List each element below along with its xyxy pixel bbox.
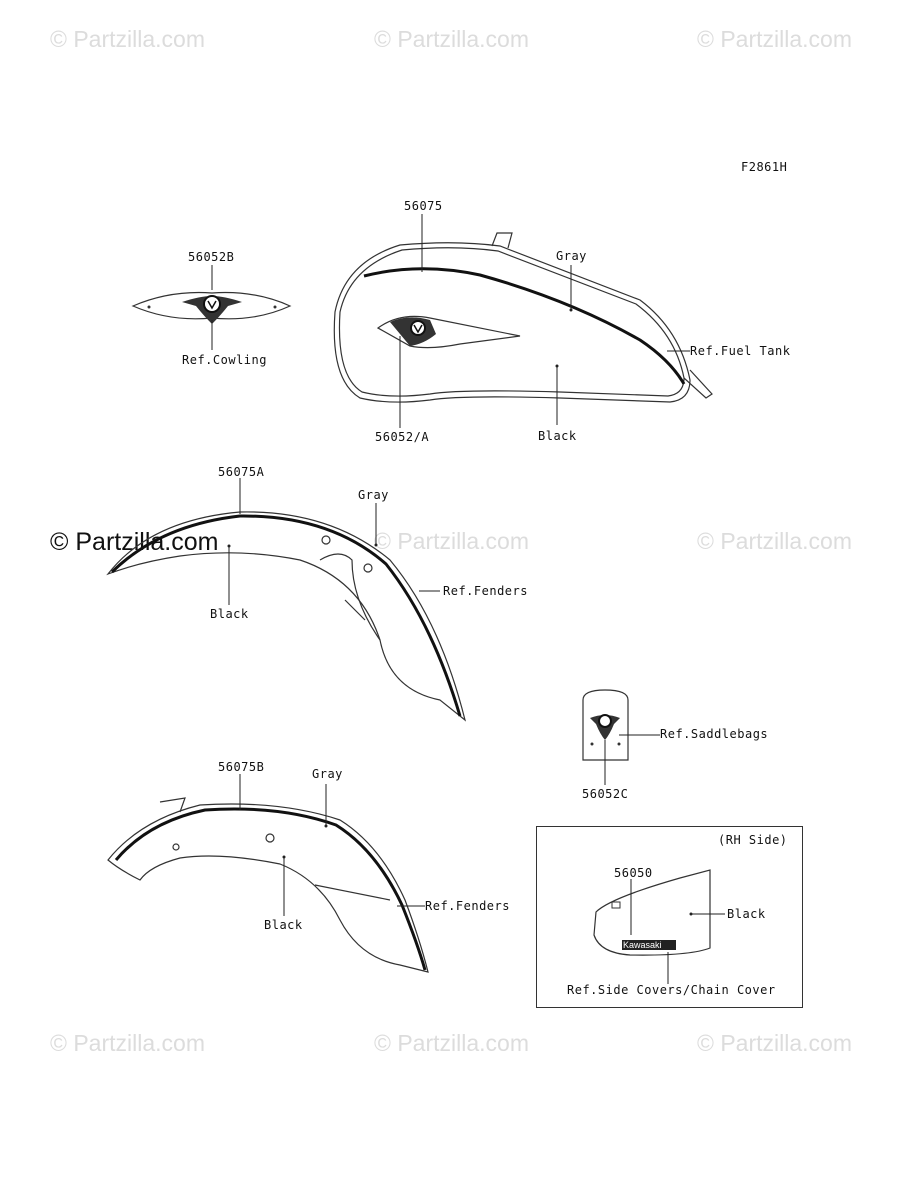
- rear-fender[interactable]: [107, 797, 429, 973]
- cowling-emblem[interactable]: [131, 291, 292, 324]
- ref-fenders-label: Ref.Fenders: [425, 899, 510, 913]
- ref-side-covers-label: Ref.Side Covers/Chain Cover: [567, 983, 776, 997]
- part-number-56075a[interactable]: 56075A: [218, 465, 265, 479]
- gray-label: Gray: [556, 249, 587, 263]
- gray-label: Gray: [312, 767, 343, 781]
- part-number-56075b[interactable]: 56075B: [218, 760, 265, 774]
- front-fender[interactable]: [106, 511, 467, 722]
- gray-label: Gray: [358, 488, 389, 502]
- watermark: © Partzilla.com: [697, 26, 852, 52]
- rh-side-inset: [536, 826, 803, 1008]
- watermark: © Partzilla.com: [50, 1030, 205, 1056]
- black-label: Black: [538, 429, 577, 443]
- black-label: Black: [210, 607, 249, 621]
- watermark: © Partzilla.com: [374, 26, 529, 52]
- ref-fenders-label: Ref.Fenders: [443, 584, 528, 598]
- ref-fuel-tank-label: Ref.Fuel Tank: [690, 344, 791, 358]
- part-number-56052c[interactable]: 56052C: [582, 787, 629, 801]
- figure-code: F2861H: [741, 160, 788, 174]
- ref-cowling-label: Ref.Cowling: [182, 353, 267, 367]
- watermark: © Partzilla.com: [50, 26, 205, 52]
- side-cover[interactable]: [593, 869, 711, 956]
- black-label: Black: [727, 907, 766, 921]
- watermark: © Partzilla.com: [697, 1030, 852, 1056]
- part-number-56050[interactable]: 56050: [614, 866, 653, 880]
- watermark: © Partzilla.com: [374, 1030, 529, 1056]
- part-number-56075[interactable]: 56075: [404, 199, 443, 213]
- rh-side-label: (RH Side): [718, 833, 788, 847]
- ref-saddlebags-label: Ref.Saddlebags: [660, 727, 769, 741]
- part-number-56052b[interactable]: 56052B: [188, 250, 235, 264]
- kawasaki-logo: Kawasaki: [623, 940, 662, 950]
- part-number-56052a[interactable]: 56052/A: [375, 430, 430, 444]
- black-label: Black: [264, 918, 303, 932]
- watermark: © Partzilla.com: [697, 528, 852, 554]
- fuel-tank[interactable]: [333, 232, 713, 403]
- saddlebag-emblem[interactable]: [582, 689, 629, 761]
- watermark: © Partzilla.com: [50, 528, 219, 556]
- watermark: © Partzilla.com: [374, 528, 529, 554]
